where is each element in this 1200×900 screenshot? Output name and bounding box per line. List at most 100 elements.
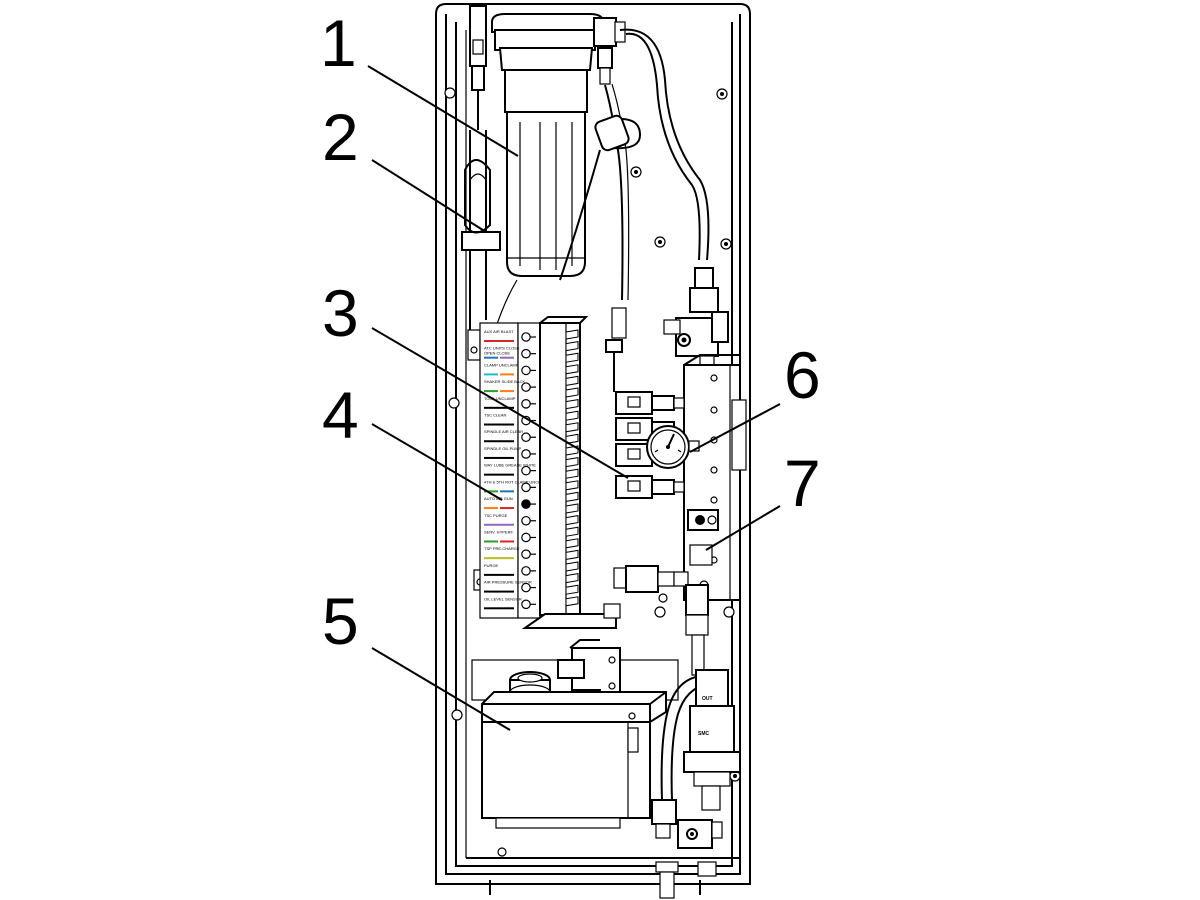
chart-row-label: AUX AIR BLAST: [484, 329, 514, 334]
leader-line-6: [689, 403, 781, 453]
leader-line-7: [705, 505, 781, 551]
chart-row-label: 4TH & 5TH ROT CLAMP UNCLAMP: [484, 479, 549, 484]
terminal-tooth: [565, 375, 579, 386]
filter-out-label: OUT: [702, 696, 713, 702]
chart-row-label: TSC CLEAN: [484, 413, 507, 418]
chart-row-label: CLAMP UNCLAMP: [484, 362, 519, 367]
chart-row-color-stripe: [484, 390, 498, 393]
chart-row-label: ATC UNITS CLOSE: [484, 346, 520, 351]
terminal-tooth: [565, 410, 579, 421]
lower-solenoid-valve: [613, 565, 709, 676]
terminal-tooth: [565, 515, 579, 526]
chart-row-label: SPINDLE OIL PUMP: [484, 446, 522, 451]
chart-row-color-stripe-2: [500, 507, 514, 510]
top-solenoid-valve: [663, 267, 729, 367]
terminal-tooth: [565, 596, 579, 607]
chart-row-color-stripe: [484, 340, 514, 342]
chart-row-label: TSP PRE-CHARGE: [484, 546, 520, 551]
terminal-tooth: [565, 584, 579, 595]
chart-row-label: SHAKER SLIDE BACK: [484, 379, 525, 384]
terminal-tooth: [565, 422, 579, 433]
callout-2: 2: [322, 100, 359, 174]
chart-row-connector: [521, 365, 531, 376]
chart-row-label: AIR PRESSURE SENSOR: [484, 580, 532, 585]
oil-filter-assembly: OUT SMC: [651, 669, 741, 899]
chart-row-color-stripe-2: [500, 356, 514, 359]
terminal-tooth: [565, 526, 579, 537]
chart-row-label: PURGE: [484, 563, 499, 568]
chart-bracket: [521, 593, 668, 629]
terminal-tooth: [565, 329, 579, 340]
chart-row-connector: [521, 432, 531, 443]
chart-row-connector: [521, 515, 531, 526]
chart-row-color-stripe-2: [500, 540, 514, 543]
callout-7: 7: [784, 446, 821, 520]
terminal-tooth: [565, 341, 579, 352]
chart-row-sublabel: OPEN CLOSE: [484, 351, 510, 356]
chart-row-color-stripe: [484, 456, 514, 459]
chart-row-color-stripe: [484, 373, 498, 376]
chart-row-connector: [521, 599, 531, 610]
chart-row-label: TOOL UNCLAMP: [484, 396, 516, 401]
terminal-tooth: [565, 352, 579, 363]
chart-row-connector: [521, 482, 531, 493]
chart-row-connector: [521, 382, 531, 392]
terminal-tooth: [565, 538, 579, 549]
chart-row-connector: [521, 549, 531, 559]
callout-4: 4: [322, 378, 359, 452]
pressure-gauge: [646, 425, 700, 469]
terminal-tooth: [565, 399, 579, 410]
chart-row-color-stripe: [484, 607, 514, 610]
valve-manifold-block: [683, 354, 747, 601]
chart-row-connector: [521, 532, 531, 543]
chart-row-color-stripe: [484, 590, 514, 593]
chart-row-color-stripe: [484, 490, 498, 493]
terminal-strip: [539, 316, 589, 616]
leader-line-1: [367, 65, 519, 157]
chart-row-label: OIL LEVEL SENSOR: [484, 596, 522, 601]
callout-3: 3: [322, 276, 359, 350]
leader-line-3: [371, 327, 629, 479]
terminal-tooth: [565, 364, 579, 375]
leader-line-2: [371, 159, 487, 233]
chart-row-connector: [521, 348, 531, 359]
chart-row-connector: [521, 332, 531, 342]
leader-lines: [367, 65, 781, 731]
chart-row-connector: [521, 465, 531, 476]
chart-row-connector: [521, 499, 531, 509]
chart-row-connector: [521, 399, 531, 409]
terminal-tooth: [565, 561, 579, 572]
leader-line-4: [371, 423, 503, 501]
chart-row-color-stripe: [484, 523, 514, 526]
chart-row-color-stripe: [484, 440, 514, 443]
chart-row-label: TSC PURGE: [484, 513, 508, 518]
chart-row-color-stripe: [484, 423, 514, 426]
callout-numbers: 1 2 3 4 5 6 7: [320, 6, 821, 658]
chart-row-connector: [521, 449, 531, 459]
lube-pump-reservoir: [471, 639, 679, 829]
chart-row-color-stripe-2: [500, 373, 514, 376]
solenoid-valve-stack: [605, 307, 685, 499]
chart-row-label: SERV. HYPERF.: [484, 529, 514, 534]
terminal-tooth: [565, 573, 579, 584]
terminal-tooth: [565, 491, 579, 502]
chart-row-color-stripe-2: [500, 490, 514, 493]
chart-row-color-stripe: [484, 507, 498, 510]
filter-brand-label: SMC: [698, 731, 710, 737]
terminal-tooth: [565, 387, 579, 398]
chart-row-connector: [521, 566, 531, 576]
terminal-tooth: [565, 549, 579, 560]
terminal-tooth: [565, 503, 579, 514]
chart-row-connector: [521, 582, 531, 593]
callout-6: 6: [784, 338, 821, 412]
chart-row-color-stripe: [484, 573, 514, 576]
terminal-tooth: [565, 468, 579, 479]
callout-5: 5: [322, 584, 359, 658]
chart-row-color-stripe: [484, 540, 498, 543]
chart-row-label: SPINDLE AIR CLEAR: [484, 429, 523, 434]
chart-row-label: WAY LUBE GREASE WHITE: [484, 463, 536, 468]
terminal-tooth: [565, 480, 579, 491]
chart-row-color-stripe: [484, 557, 514, 560]
